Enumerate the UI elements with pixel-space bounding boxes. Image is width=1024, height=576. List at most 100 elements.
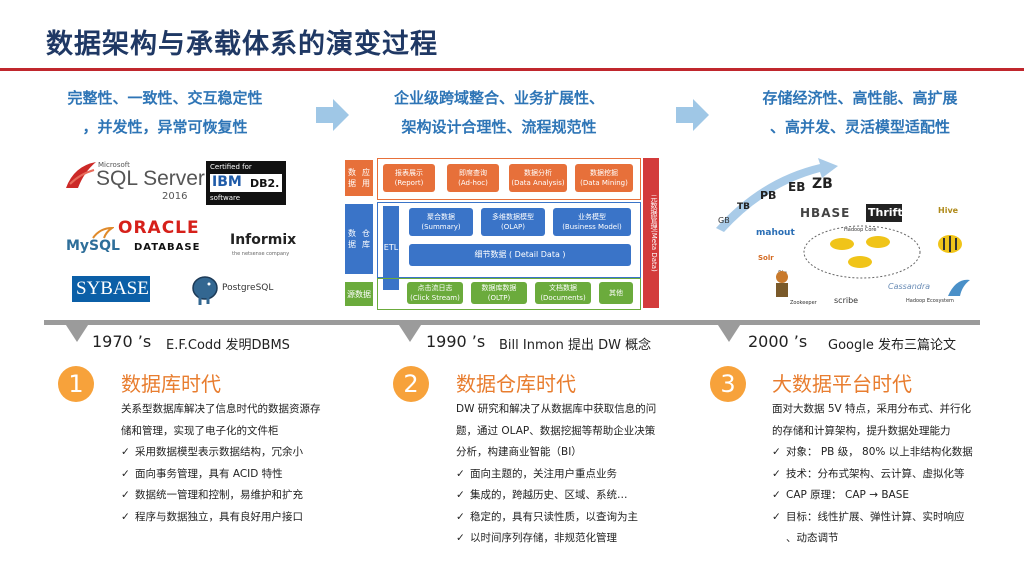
layer-label-app: 数据应用 <box>345 160 373 196</box>
timeline-year: 1990 ’s <box>426 332 486 351</box>
database-logos-panel: Microsoft SQL Server 2016 Certified for … <box>62 158 302 308</box>
warehouse-box: 业务模型(Business Model) <box>553 208 631 236</box>
db2-logo: DB2. <box>250 177 280 190</box>
headline-2-line1: 企业级跨域整合、业务扩展性、 <box>393 89 604 107</box>
source-box: 数据库数据(OLTP) <box>471 282 527 304</box>
zookeeper-figure-icon <box>776 271 788 297</box>
informix-logo: Informix <box>230 232 297 248</box>
scale-eb: EB <box>788 180 806 194</box>
timeline-event: Bill Inmon 提出 DW 概念 <box>499 338 652 353</box>
headline-1-line1: 完整性、一致性、交互稳定性 <box>67 89 263 107</box>
timeline-marker <box>716 322 742 342</box>
title-divider <box>0 68 1024 71</box>
source-box: 文档数据(Documents) <box>535 282 591 304</box>
zookeeper-logo: Zookeeper <box>790 300 817 306</box>
era-number-badge: 2 <box>393 366 429 402</box>
app-box: 数据分析(Data Analysis) <box>509 164 567 192</box>
timeline-marker <box>64 322 90 342</box>
source-box: 其他 <box>599 282 633 304</box>
ibm-software-text: software <box>210 194 241 202</box>
headline-3-line1: 存储经济性、高性能、高扩展 <box>762 89 958 107</box>
era-bullet: ✓面向事务管理，具有 ACID 特性 <box>121 464 361 486</box>
era-paragraph-line: 分析，构建商业智能（BI） <box>456 446 582 458</box>
era-description: DW 研究和解决了从数据库中获取信息的问 题，通过 OLAP、数据挖掘等帮助企业… <box>456 399 706 550</box>
ibm-cert-text: Certified for <box>210 163 252 171</box>
dw-architecture-diagram: 数据应用 报表展示(Report) 即席查询(Ad-hoc) 数据分析(Data… <box>345 158 660 310</box>
era-paragraph-line: 题，通过 OLAP、数据挖掘等帮助企业决策 <box>456 424 656 437</box>
postgresql-elephant-icon <box>192 276 218 305</box>
check-icon: ✓ <box>121 489 130 501</box>
era-title: 数据仓库时代 <box>456 372 576 396</box>
era-paragraph-line: 关系型数据库解决了信息时代的数据资源存 <box>121 403 321 415</box>
hbase-logo: HBASE <box>800 206 851 220</box>
postgresql-logo: PostgreSQL <box>222 283 274 293</box>
headline-1: 完整性、一致性、交互稳定性 ，并发性，异常可恢复性 <box>40 84 290 142</box>
oracle-database-text: DATABASE <box>134 242 201 253</box>
mysql-logo: MySQL <box>66 238 120 254</box>
ibm-logo: IBM <box>212 174 242 190</box>
era-paragraph-line: 的存储和计算架构，提升数据处理能力 <box>772 424 951 437</box>
sybase-logo: SYBASE <box>76 278 149 299</box>
warehouse-layer <box>377 202 641 278</box>
timeline-bar <box>44 320 980 325</box>
sybase-badge: SYBASE <box>72 276 150 302</box>
era-title: 大数据平台时代 <box>772 372 912 396</box>
solr-logo: Solr <box>758 254 774 262</box>
timeline-marker <box>397 322 423 342</box>
check-icon: ✓ <box>121 446 130 458</box>
headline-3-line2: 、高并发、灵活模型适配性 <box>769 118 950 136</box>
era-number-badge: 3 <box>710 366 746 402</box>
headline-3: 存储经济性、高性能、高扩展 、高并发、灵活模型适配性 <box>735 84 985 142</box>
check-icon: ✓ <box>772 467 781 480</box>
bird-logo-icon <box>948 279 970 296</box>
scale-gb: GB <box>718 216 730 225</box>
scale-pb: PB <box>760 189 777 202</box>
era-description: 面对大数据 5V 特点，采用分布式、并行化 的存储和计算架构，提升数据处理能力 … <box>772 399 1012 550</box>
era-bullet: ✓采用数据模型表示数据结构，冗余小 <box>121 442 361 464</box>
era-description: 关系型数据库解决了信息时代的数据资源存 储和管理，实现了电子化的文件柜 ✓采用数… <box>121 399 361 528</box>
check-icon: ✓ <box>456 532 465 544</box>
check-icon: ✓ <box>456 510 465 523</box>
headline-2-line2: 架构设计合理性、流程规范性 <box>401 118 597 136</box>
growth-arrow-icon <box>716 158 838 232</box>
era-paragraph-line: 储和管理，实现了电子化的文件柜 <box>121 424 279 437</box>
timeline-event: E.F.Codd 发明DBMS <box>166 338 290 353</box>
sqlserver-year: 2016 <box>162 191 188 202</box>
era-bullet: ✓面向主题的，关注用户重点业务 <box>456 464 706 486</box>
scribe-logo: scribe <box>834 296 859 305</box>
check-icon: ✓ <box>121 467 130 480</box>
app-box: 即席查询(Ad-hoc) <box>447 164 499 192</box>
metadata-bar: 元数据管理(Meta Data) <box>650 194 658 272</box>
source-layer <box>377 278 641 310</box>
era-bullet: ✓集成的，跨越历史、区域、系统… <box>456 485 706 507</box>
cassandra-logo: Cassandra <box>888 282 931 291</box>
bigdata-ecosystem-panel: GB TB PB EB ZB HBASE Thrift mahout Hadoo… <box>710 158 980 308</box>
arrow-right-icon <box>316 99 349 131</box>
era-bullet: ✓程序与数据独立，具有良好用户接口 <box>121 507 361 529</box>
hadoop-ecosystem-label: Hadoop Ecosystem <box>906 298 954 304</box>
check-icon: ✓ <box>772 446 781 458</box>
era-paragraph-line: 面对大数据 5V 特点，采用分布式、并行化 <box>772 403 972 415</box>
sqlserver-vendor: Microsoft <box>98 161 130 169</box>
source-box: 点击流日志(Click Stream) <box>407 282 463 304</box>
era-bullet: ✓数据统一管理和控制，易维护和扩充 <box>121 485 361 507</box>
check-icon: ✓ <box>456 489 465 501</box>
arrow-right-icon <box>676 99 709 131</box>
detail-data-box: 细节数据 ( Detail Data ) <box>409 244 631 266</box>
hive-bee-icon <box>938 235 962 253</box>
sqlserver-logo: SQL Server <box>96 167 205 190</box>
check-icon: ✓ <box>772 510 781 523</box>
ibm-db2-badge: Certified for IBM DB2. software <box>206 161 286 205</box>
warehouse-box: 多维数据模型(OLAP) <box>481 208 545 236</box>
era-bullet: ✓对象： PB 级， 80% 以上非结构化数据 <box>772 442 1012 464</box>
timeline-year: 1970 ’s <box>92 332 152 351</box>
hadoop-core-label: Hadoop Core <box>844 227 877 233</box>
scale-zb: ZB <box>812 176 833 192</box>
sqlserver-logo-icon <box>66 162 96 188</box>
scale-tb: TB <box>737 202 750 212</box>
timeline-year: 2000 ’s <box>748 332 808 351</box>
app-box: 报表展示(Report) <box>383 164 435 192</box>
era-number-badge: 1 <box>58 366 94 402</box>
check-icon: ✓ <box>456 467 465 480</box>
